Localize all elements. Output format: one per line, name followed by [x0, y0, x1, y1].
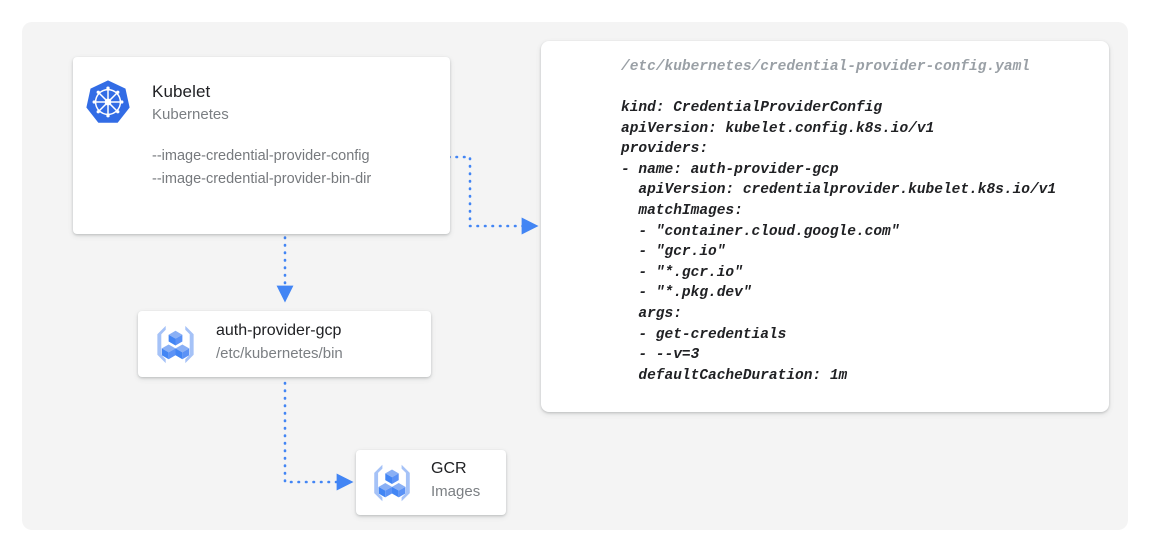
- kubelet-card[interactable]: Kubelet Kubernetes --image-credential-pr…: [73, 57, 450, 234]
- auth-provider-card-title: auth-provider-gcp: [216, 322, 342, 339]
- auth-provider-card[interactable]: auth-provider-gcp /etc/kubernetes/bin: [138, 311, 431, 377]
- kubelet-card-title: Kubelet: [152, 82, 211, 101]
- kubernetes-icon: [86, 80, 130, 123]
- gcr-card[interactable]: GCR Images: [356, 450, 506, 515]
- auth-provider-card-subtitle: /etc/kubernetes/bin: [216, 345, 343, 362]
- kubelet-flag-config: --image-credential-provider-config: [152, 148, 370, 164]
- yaml-filename: /etc/kubernetes/credential-provider-conf…: [621, 59, 1030, 75]
- gcr-card-title: GCR: [431, 460, 467, 477]
- kubelet-flag-bin-dir: --image-credential-provider-bin-dir: [152, 171, 372, 187]
- yaml-config-card[interactable]: /etc/kubernetes/credential-provider-conf…: [541, 41, 1109, 412]
- kubelet-card-subtitle: Kubernetes: [152, 106, 229, 123]
- gcp-cubes-icon: [157, 325, 194, 364]
- gcr-card-subtitle: Images: [431, 483, 481, 500]
- yaml-content: kind: CredentialProviderConfig apiVersio…: [621, 100, 1057, 384]
- gcp-cubes-icon: [374, 464, 410, 502]
